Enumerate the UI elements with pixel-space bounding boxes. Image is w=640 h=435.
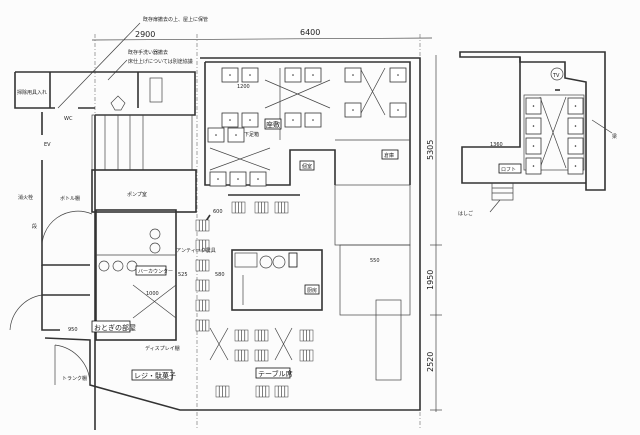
room-tatami: 座敷 xyxy=(266,120,280,129)
tables-layer xyxy=(195,67,407,398)
dim-right-upper: 5305 xyxy=(426,140,435,160)
room-trunk-shelf: トランク棚 xyxy=(62,375,87,382)
dim-aisle-1: 525 xyxy=(178,272,188,278)
bar-counter-label-box xyxy=(135,265,167,276)
room-wc: WC xyxy=(64,116,73,122)
loft-ladder: はしご xyxy=(458,210,473,217)
dim-top-left: 2900 xyxy=(135,30,155,39)
dim-aisle-3: 550 xyxy=(370,258,380,264)
room-hydrant: 消火栓 xyxy=(18,194,33,201)
note-sink-removal: 既存手洗い器撤去 xyxy=(128,49,168,56)
loft-plan xyxy=(459,51,613,213)
loft-label-box xyxy=(498,163,522,174)
dim-loft-width: 1360 xyxy=(490,142,503,148)
loft-label: ロフト xyxy=(501,167,516,173)
room-kitchen: 厨房 xyxy=(307,287,317,294)
note-door-removal: 既存扉撤去の上、屋上に保管 xyxy=(143,16,208,23)
private-room-label-box xyxy=(299,160,315,171)
loft-tv: TV xyxy=(552,73,560,79)
leader-line xyxy=(107,59,128,81)
main-walls xyxy=(95,61,560,381)
room-table-seats: テーブル席 xyxy=(258,369,293,378)
stairs-mark: 段 xyxy=(32,223,37,230)
warehouse-label-box xyxy=(381,149,399,160)
room-fairy-room: おとぎの部屋 xyxy=(94,323,136,332)
dim-counter: 1000 xyxy=(146,291,159,297)
left-wing-walls xyxy=(9,57,421,430)
room-bottle-shelf: ボトル棚 xyxy=(60,195,80,202)
kitchen-label-box xyxy=(304,284,320,295)
loft-beam: 梁 xyxy=(612,133,617,140)
dim-aisle-4: 600 xyxy=(213,209,223,215)
room-bar-counter: バーカウンター xyxy=(138,268,173,275)
register-label-box xyxy=(131,369,173,381)
room-antique-tools: アンティーク農具 xyxy=(176,247,216,254)
dim-right-middle: 1950 xyxy=(426,270,435,290)
tatami-label-box xyxy=(264,118,282,130)
dim-top-right: 6400 xyxy=(300,28,320,37)
table-seats-label-box xyxy=(255,367,291,379)
room-warehouse: 倉庫 xyxy=(384,152,394,159)
dim-right-lower: 2520 xyxy=(426,352,435,372)
room-register: レジ・駄菓子 xyxy=(134,371,176,380)
dim-entrance: 950 xyxy=(68,327,78,333)
loft-tables-layer xyxy=(525,97,584,175)
note-floor-finish: 床仕上げについては別途協議 xyxy=(128,58,193,65)
room-private-room: 個室 xyxy=(302,163,312,170)
dim-aisle-2: 580 xyxy=(215,272,225,278)
leader-line xyxy=(57,22,141,109)
room-storage-closet: 掃除用具入れ xyxy=(17,89,47,96)
room-shoe-box: 下足箱 xyxy=(244,131,259,138)
fairy-room-label-box xyxy=(91,320,131,333)
room-pump-room: ポンプ室 xyxy=(127,191,147,198)
room-display-shelf: ディスプレイ棚 xyxy=(145,345,180,352)
room-ev: EV xyxy=(44,142,51,148)
dim-table-1: 1200 xyxy=(237,84,250,90)
